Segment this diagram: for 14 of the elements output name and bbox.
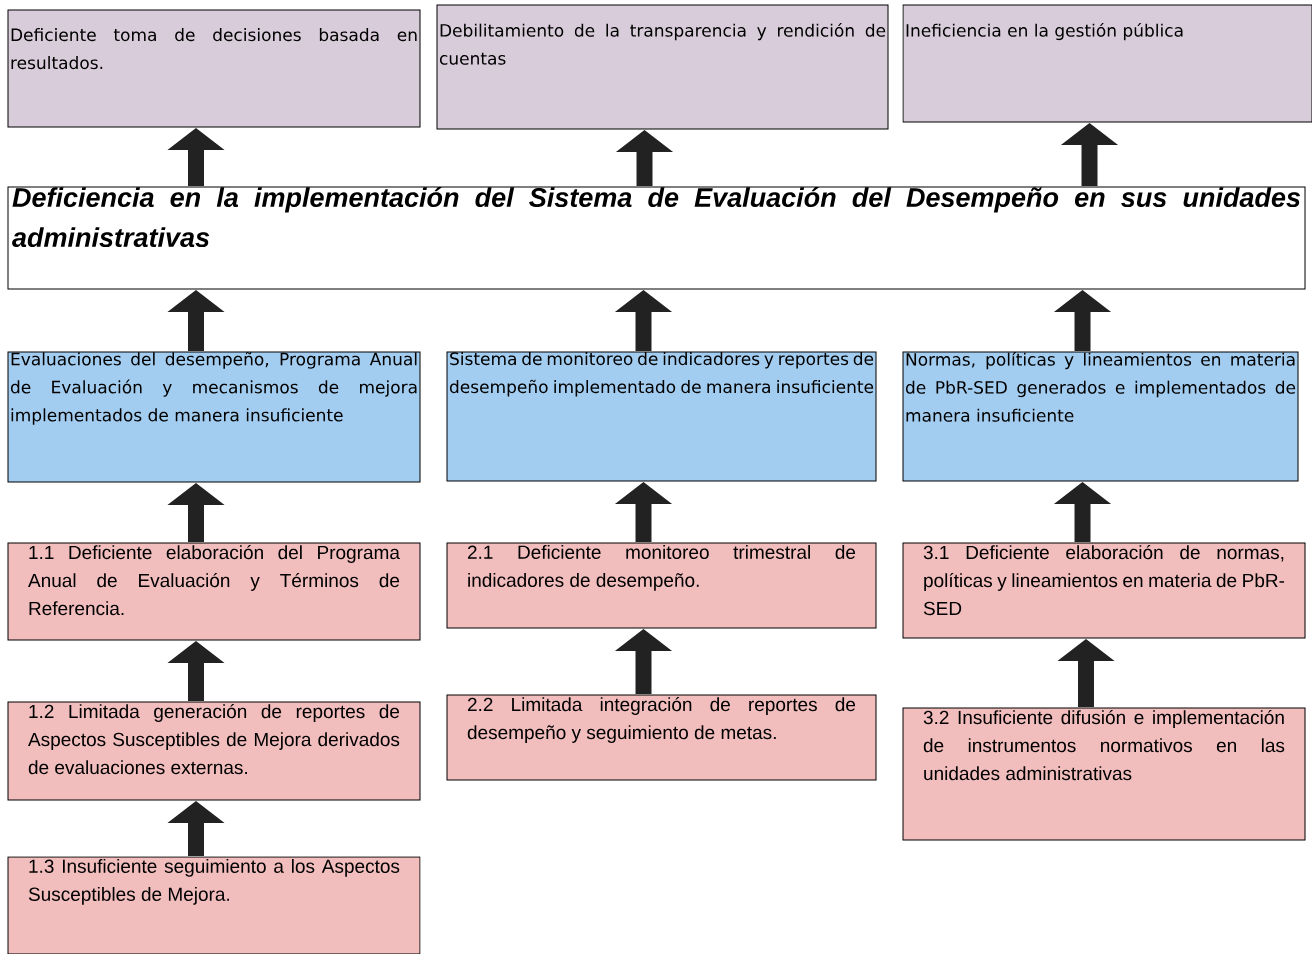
effect-box: Deficiente toma de decisiones basada en resultados. (7, 9, 421, 128)
cause-box: Normas, políticas y lineamientos en materia de PbR-SED generados e implementados de manera insuficiente (902, 351, 1299, 482)
sub-cause-box: 1.1 Deficiente elaboración del Programa Anual de Evaluación y Términos de Referencia. (7, 542, 421, 641)
sub-cause-box: 1.3 Insuficiente seguimiento a los Aspectos Susceptibles de Mejora. (7, 856, 421, 954)
sub-cause-box: 3.2 Insuficiente difusión e implementación de instrumentos normativos en las unidades administrativas (902, 707, 1306, 841)
sub-cause-box: 3.1 Deficiente elaboración de normas, políticas y lineamientos en materia de PbR-SED (902, 542, 1306, 639)
sub-cause-box: 2.2 Limitada integración de reportes de desempeño y seguimiento de metas. (446, 694, 877, 781)
problem-box: Deficiencia en la implementación del Sistema de Evaluación del Desempeño en sus unidades administrativas (7, 186, 1306, 290)
effect-box: Debilitamiento de la transparencia y rendición de cuentas (436, 4, 889, 130)
sub-cause-box: 1.2 Limitada generación de reportes de Aspectos Susceptibles de Mejora derivados de evaluaciones externas. (7, 701, 421, 801)
sub-cause-box: 2.1 Deficiente monitoreo trimestral de indicadores de desempeño. (446, 542, 877, 629)
effect-box: Ineficiencia en la gestión pública (902, 4, 1312, 123)
cause-box: Sistema de monitoreo de indicadores y reportes de desempeño implementado de manera insuficiente (446, 351, 877, 482)
cause-box: Evaluaciones del desempeño, Programa Anual de Evaluación y mecanismos de mejora implementados de manera insuficiente (7, 351, 421, 483)
